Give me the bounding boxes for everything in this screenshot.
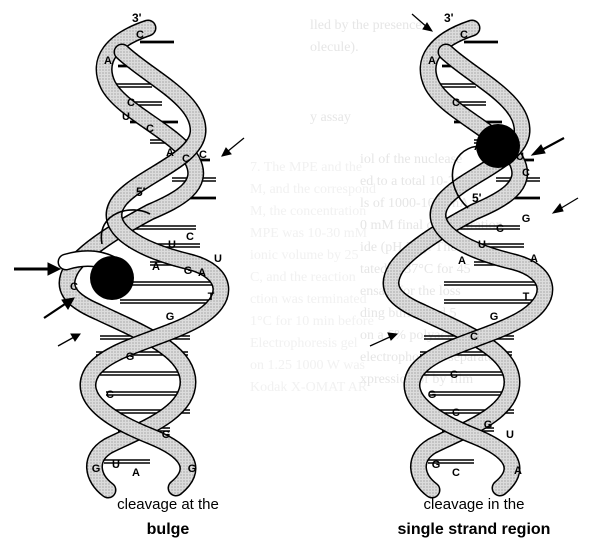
base-letter: U xyxy=(214,253,222,265)
base-letter: G xyxy=(432,459,441,471)
base-letter: C xyxy=(496,223,504,235)
base-letter: G xyxy=(162,429,171,441)
base-letter: A xyxy=(198,267,206,279)
base-letter: A xyxy=(152,261,160,273)
base-letter: T xyxy=(208,291,215,303)
base-letter: U xyxy=(516,151,524,163)
base-letter: G xyxy=(484,419,493,431)
base-letter: U xyxy=(122,111,130,123)
base-letter: A xyxy=(166,147,174,159)
base-letter: C xyxy=(470,331,478,343)
base-letter: C xyxy=(182,153,190,165)
base-letter: G xyxy=(92,463,101,475)
base-letter: C xyxy=(452,97,460,109)
right-caption-line2: single strand region xyxy=(364,521,584,539)
right-caption: cleavage in the single strand region xyxy=(364,496,584,539)
three-prime-label: 3' xyxy=(132,11,142,25)
base-letter: G xyxy=(522,213,531,225)
base-letter: C xyxy=(199,149,207,161)
base-letter: C xyxy=(522,167,530,179)
base-letter: A xyxy=(514,465,522,477)
base-letter: G xyxy=(188,463,197,475)
base-letter: C xyxy=(127,97,135,109)
left-caption-line1: cleavage at the xyxy=(117,496,219,513)
base-letter: C xyxy=(70,281,78,293)
base-letter: A xyxy=(104,55,112,67)
three-prime-label: 3' xyxy=(444,11,454,25)
base-letter: U xyxy=(506,429,514,441)
base-letter: C xyxy=(450,369,458,381)
base-letter: G xyxy=(166,311,175,323)
base-letter: U xyxy=(168,239,176,251)
base-letter: C xyxy=(136,29,144,41)
base-letter: C xyxy=(460,29,468,41)
five-prime-label: 5' xyxy=(136,185,146,199)
base-letter: C xyxy=(146,123,154,135)
left-caption-line2: bulge xyxy=(58,521,278,539)
base-letter: U xyxy=(112,459,120,471)
base-letter: A xyxy=(458,255,466,267)
base-letter: C xyxy=(106,389,114,401)
five-prime-label: 5' xyxy=(472,191,482,205)
base-letter: C xyxy=(452,407,460,419)
cleavage-agent-ball xyxy=(90,256,134,300)
base-letter: U xyxy=(478,239,486,251)
base-letter: G xyxy=(428,389,437,401)
base-letter: A xyxy=(530,253,538,265)
base-letter: T xyxy=(523,291,530,303)
base-letter: G xyxy=(126,351,135,363)
base-letter: G xyxy=(490,311,499,323)
base-letter: A xyxy=(428,55,436,67)
base-letter: A xyxy=(474,141,482,153)
base-letter: A xyxy=(132,467,140,479)
base-letter: C xyxy=(494,139,502,151)
left-caption: cleavage at the bulge xyxy=(58,496,278,539)
right-caption-line1: cleavage in the xyxy=(424,496,525,513)
base-letter: C xyxy=(452,467,460,479)
base-letter: G xyxy=(184,265,193,277)
base-letter: C xyxy=(186,231,194,243)
